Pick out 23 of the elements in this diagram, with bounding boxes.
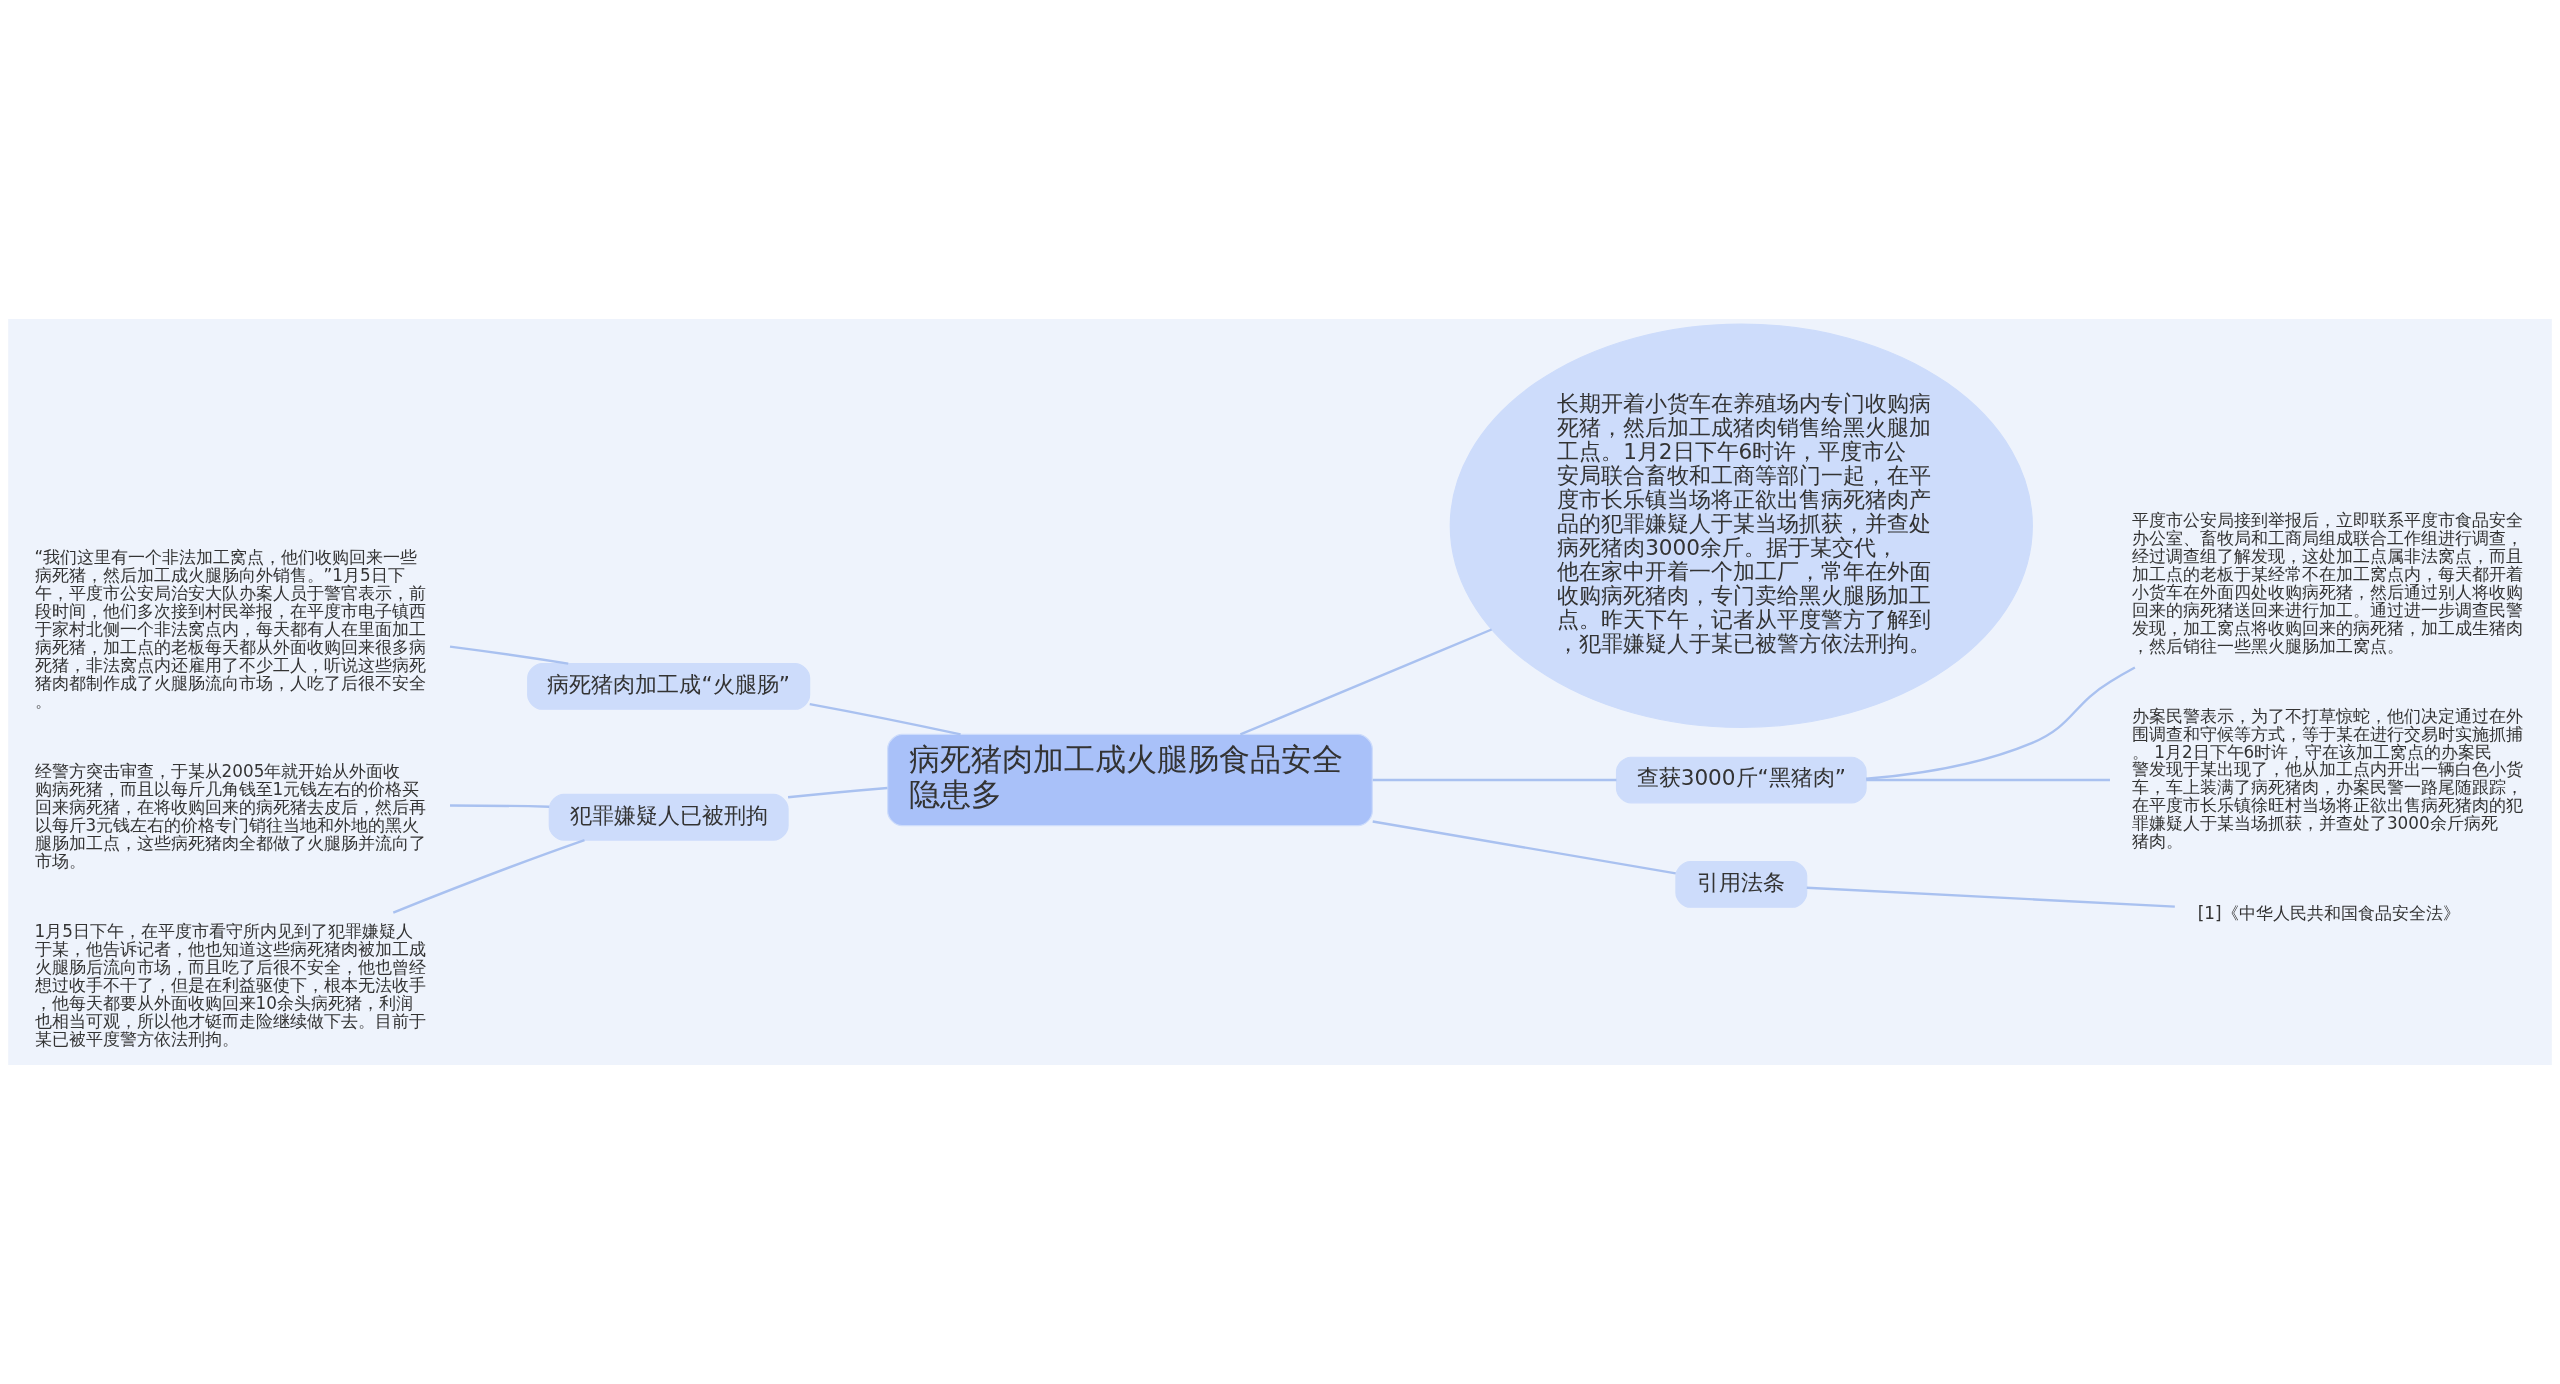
node-text: “我们这里有一个非法加工窝点，他们收购回来一些病死猪，然后加工成火腿肠向外销售。”1月5日下午，平度市公安局治安大队办案人员于警官表示，前段时间，他们多次接到村民举报，在平度市电子镇西于家村北侧一个非法窝点内，每天都有人在里面加工病死猪，加工点的老板每天都从外面收购回来很多病死猪，非法窝点内还雇用了不少工人，听说这些病死猪肉都制作成了火腿肠流向市场，人吃了后很不安全。 [34, 546, 426, 711]
node-box: 引用法条 [1675, 861, 1808, 908]
node-text: 1月5日下午，在平度市看守所内见到了犯罪嫌疑人于某，他告诉记者，他也知道这些病死猪肉被加工成火腿肠后流向市场，而且吃了后很不安全，他也曾经想过收手不干了，但是在利益驱使下，根本无法收手，他每天都要从外面收购回来10余头病死猪，利润也相当可观，所以他才铤而走险继续做下去。目前于某已被平度警方依法刑拘。 [34, 920, 426, 1049]
connector [449, 645, 569, 665]
node-ellipse: 长期开着小货车在养殖场内专门收购病死猪，然后加工成猪肉销售给黑火腿加工点。1月2日下午6时许，平度市公安局联合畜牧和工商等部门一起，在平度市长乐镇当场将正欲出售病死猪肉产品的犯罪嫌疑人于某当场抓获，并查处病死猪肉3000余斤。据于某交代，他在家中开着一个加工厂，常年在外面收购病死猪肉，专门卖给黑火腿肠加工点。昨天下午，记者从平度警方了解到，犯罪嫌疑人于某已被警方依法刑拘。 [1449, 323, 2033, 728]
node-box: 查获3000斤“黑猪肉” [1615, 756, 1867, 804]
node-box: 犯罪嫌疑人已被刑拘 [548, 793, 789, 841]
node-text: 经警方突击审查，于某从2005年就开始从外面收购病死猪，而且以每斤几角钱至1元钱左右的价格买回来病死猪，在将收购回来的病死猪去皮后，然后再以每斤3元钱左右的价格专门销往当地和外地的黑火腿肠加工点，这些病死猪肉全都做了火腿肠并流向了市场。 [34, 760, 426, 871]
connector [1372, 778, 1617, 782]
node-box: 病死猪肉加工成火腿肠食品安全隐患多 [887, 733, 1373, 827]
connector [1372, 820, 1676, 875]
node-box: 病死猪肉加工成“火腿肠” [527, 663, 811, 710]
node-text: 平度市公安局接到举报后，立即联系平度市食品安全办公室、畜牧局和工商局组成联合工作组进行调查，经过调查组了解发现，这处加工点属非法窝点，而且加工点的老板于某经常不在加工窝点内，每天都开着小货车在外面四处收购病死猪，然后通过别人将收购回来的病死猪送回来进行加工。通过进一步调查民警发现，加工窝点将收购回来的病死猪，加工成生猪肉，然后销往一些黑火腿肠加工窝点。 [2131, 509, 2523, 656]
node-text: 办案民警表示，为了不打草惊蛇，他们决定通过在外围调查和守候等方式，等于某在进行交易时实施抓捕。 1月2日下午6时许，守在该加工窝点的办案民警发现于某出现了，他从加工点内开出一辆白色小货车，车上装满了病死猪肉，办案民警一路尾随跟踪，在平度市长乐镇徐旺村当场将正欲出售病死猪肉的犯罪嫌疑人于某当场抓获，并查处了3000余斤病死猪肉。 [2131, 705, 2523, 852]
connector [1866, 666, 2136, 780]
connector [809, 702, 961, 736]
connector [450, 804, 550, 808]
connector [392, 838, 585, 914]
connector [787, 786, 888, 799]
connector [1806, 886, 2175, 908]
connector [1239, 628, 1493, 736]
connector [1866, 778, 2110, 782]
node-text: [1]《中华人民共和国食品安全法》 [2197, 902, 2460, 923]
